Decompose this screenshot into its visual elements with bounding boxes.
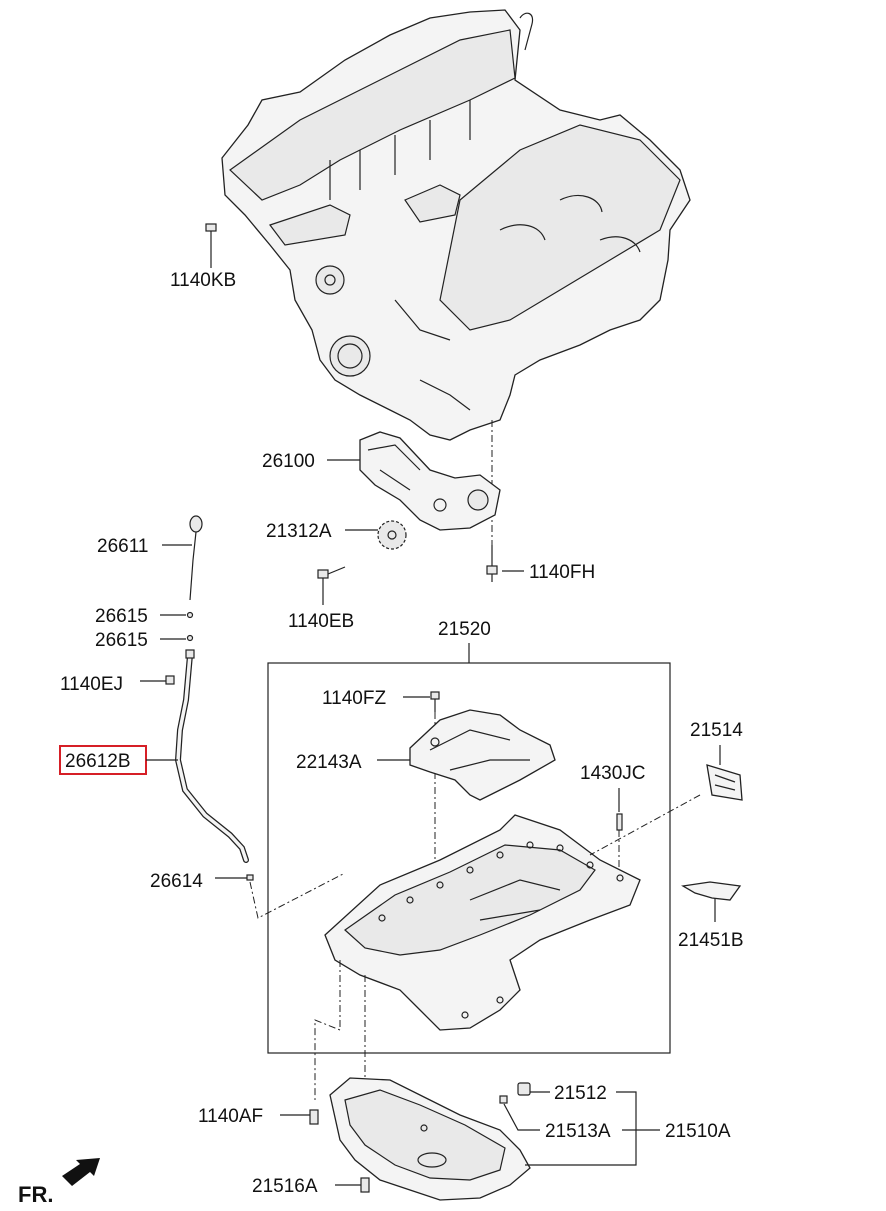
dipstick-26611-drawing xyxy=(189,515,203,601)
bracket-21514-drawing xyxy=(706,764,743,801)
label-22143a[interactable]: 22143A xyxy=(296,752,362,773)
bolt-21516a-icon xyxy=(360,1177,370,1193)
label-1140eb[interactable]: 1140EB xyxy=(288,611,354,632)
label-1140kb[interactable]: 1140KB xyxy=(170,270,236,291)
label-26615-b[interactable]: 26615 xyxy=(95,630,148,651)
label-26612b[interactable]: 26612B xyxy=(65,751,131,772)
bolt-1140ej-icon xyxy=(165,675,175,685)
bolt-1140fz-icon xyxy=(430,691,440,712)
bolt-1140af-icon xyxy=(309,1109,319,1125)
dipstick-tube-26612b-drawing xyxy=(174,649,249,863)
label-1140af[interactable]: 1140AF xyxy=(198,1106,263,1127)
oring-26615-a-icon xyxy=(186,611,194,619)
sprocket-21312a-icon xyxy=(377,520,407,550)
oring-26614-icon xyxy=(246,874,254,881)
front-direction-label: FR. xyxy=(18,1182,53,1207)
label-26614[interactable]: 26614 xyxy=(150,871,203,892)
label-21516a[interactable]: 21516A xyxy=(252,1176,318,1197)
label-21520[interactable]: 21520 xyxy=(438,619,491,640)
label-1140fz[interactable]: 1140FZ xyxy=(322,688,386,709)
engine-block-drawing xyxy=(221,9,691,441)
bolt-1140kb-icon xyxy=(205,223,217,247)
bolt-1140eb-icon xyxy=(317,566,346,579)
oil-pump-drawing xyxy=(359,431,501,531)
label-1140fh[interactable]: 1140FH xyxy=(529,562,595,583)
label-26611[interactable]: 26611 xyxy=(97,536,148,557)
oring-26615-b-icon xyxy=(186,634,194,642)
label-21512[interactable]: 21512 xyxy=(554,1083,607,1104)
label-1430jc[interactable]: 1430JC xyxy=(580,763,646,784)
bolt-1430jc-icon xyxy=(616,813,623,831)
baffle-22143a-drawing xyxy=(409,709,556,801)
label-21513a[interactable]: 21513A xyxy=(545,1121,611,1142)
drain-plug-21512-icon xyxy=(517,1082,531,1096)
label-21312a[interactable]: 21312A xyxy=(266,521,332,542)
label-21451b[interactable]: 21451B xyxy=(678,930,744,951)
oil-pan-lower-drawing xyxy=(329,1077,531,1201)
bolt-1140fh-icon xyxy=(486,545,498,582)
label-26100[interactable]: 26100 xyxy=(262,451,315,472)
label-1140ej[interactable]: 1140EJ xyxy=(60,674,123,695)
label-21510a[interactable]: 21510A xyxy=(665,1121,731,1142)
front-direction-arrow-icon xyxy=(62,1158,100,1186)
label-21514[interactable]: 21514 xyxy=(690,720,743,741)
label-26615-a[interactable]: 26615 xyxy=(95,606,148,627)
oil-pan-upper-drawing xyxy=(324,814,641,1031)
bracket-21451b-drawing xyxy=(681,881,742,901)
washer-21513a-icon xyxy=(499,1095,508,1104)
